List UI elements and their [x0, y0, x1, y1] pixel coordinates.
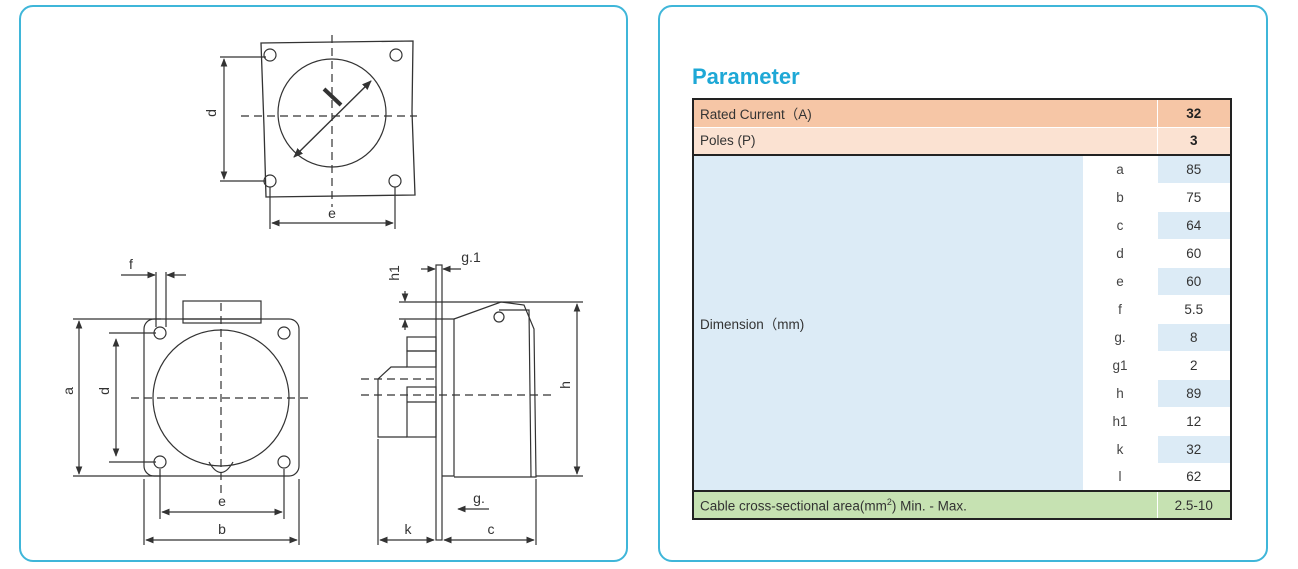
top-view	[220, 35, 417, 229]
table-row-dimension: d 60	[693, 238, 1232, 268]
cable-label-sup: 2	[886, 496, 892, 507]
top-e-label: e	[328, 205, 336, 221]
table-row-dimension: k 32	[693, 434, 1232, 464]
dimension-value: 12	[1156, 406, 1232, 436]
dimension-value: 60	[1156, 238, 1232, 268]
dimension-key: k	[1082, 434, 1158, 464]
dimension-value: 62	[1156, 462, 1232, 492]
front-e-label: e	[218, 493, 226, 509]
parameter-panel: Parameter Rated Current（A) 32 Poles (P) …	[658, 5, 1268, 562]
table-row-dimension: h1 12	[693, 406, 1232, 436]
dimension-key: d	[1082, 238, 1158, 268]
table-row-dimension: g1 2	[693, 350, 1232, 380]
poles-value: 3	[1156, 126, 1232, 156]
dimension-key: e	[1082, 266, 1158, 296]
dimension-value: 75	[1156, 182, 1232, 212]
table-row-dimension: c 64	[693, 210, 1232, 240]
dimension-key: g.	[1082, 322, 1158, 352]
dimension-key: l	[1082, 462, 1158, 492]
dimension-key: c	[1082, 210, 1158, 240]
rated-current-label: Rated Current（A)	[692, 98, 1158, 128]
dimension-value: 60	[1156, 266, 1232, 296]
dimension-label: Dimension（mm)	[692, 154, 1084, 492]
side-k-label: k	[405, 521, 413, 537]
parameter-table: Rated Current（A) 32 Poles (P) 3 Dimensio…	[692, 98, 1233, 520]
side-h-label: h	[557, 381, 573, 389]
dimension-key: a	[1082, 154, 1158, 184]
dimension-key: b	[1082, 182, 1158, 212]
side-g1-label: g.1	[461, 249, 481, 265]
front-a-label: a	[60, 387, 76, 395]
cable-value: 2.5-10	[1156, 490, 1232, 520]
table-row-rated-current: Rated Current（A) 32	[692, 98, 1232, 128]
table-row-dimension: f 5.5	[693, 294, 1232, 324]
table-row-dimension: b 75	[693, 182, 1232, 212]
side-view	[361, 264, 583, 545]
table-row-dimension: l 62	[693, 462, 1232, 492]
table-row-dimension: e 60	[693, 266, 1232, 296]
side-c-label: c	[488, 521, 495, 537]
dimension-value: 8	[1156, 322, 1232, 352]
table-row-dimension: Dimension（mm) a 85	[692, 154, 1232, 492]
dimension-key: g1	[1082, 350, 1158, 380]
table-row-poles: Poles (P) 3	[692, 126, 1232, 156]
side-g-label: g.	[473, 490, 485, 506]
side-h1-label: h1	[386, 265, 402, 281]
dimension-value: 2	[1156, 350, 1232, 380]
dimension-value: 5.5	[1156, 294, 1232, 324]
rated-current-value: 32	[1156, 98, 1232, 128]
drawing-panel: d e	[19, 5, 628, 562]
table-row-dimension: h 89	[693, 378, 1232, 408]
front-b-label: b	[218, 521, 226, 537]
table-row-cable: Cable cross-sectional area(mm2) Min. - M…	[692, 490, 1232, 520]
dimension-value: 32	[1156, 434, 1232, 464]
cable-label-post: ) Min. - Max.	[891, 498, 967, 514]
dimension-key: h	[1082, 378, 1158, 408]
dimension-drawing: d e	[60, 35, 583, 545]
dimension-value: 64	[1156, 210, 1232, 240]
front-view	[73, 271, 311, 545]
cable-label: Cable cross-sectional area(mm2) Min. - M…	[692, 490, 1158, 520]
front-d-label: d	[96, 387, 112, 395]
dimension-key: f	[1082, 294, 1158, 324]
parameter-title: Parameter	[692, 64, 800, 89]
dimension-value: 85	[1156, 154, 1232, 184]
poles-label: Poles (P)	[692, 126, 1158, 156]
dimension-key: h1	[1082, 406, 1158, 436]
top-d-label: d	[203, 109, 219, 117]
dimension-value: 89	[1156, 378, 1232, 408]
front-f-label: f	[129, 256, 133, 272]
cable-label-pre: Cable cross-sectional area(mm	[700, 498, 887, 514]
